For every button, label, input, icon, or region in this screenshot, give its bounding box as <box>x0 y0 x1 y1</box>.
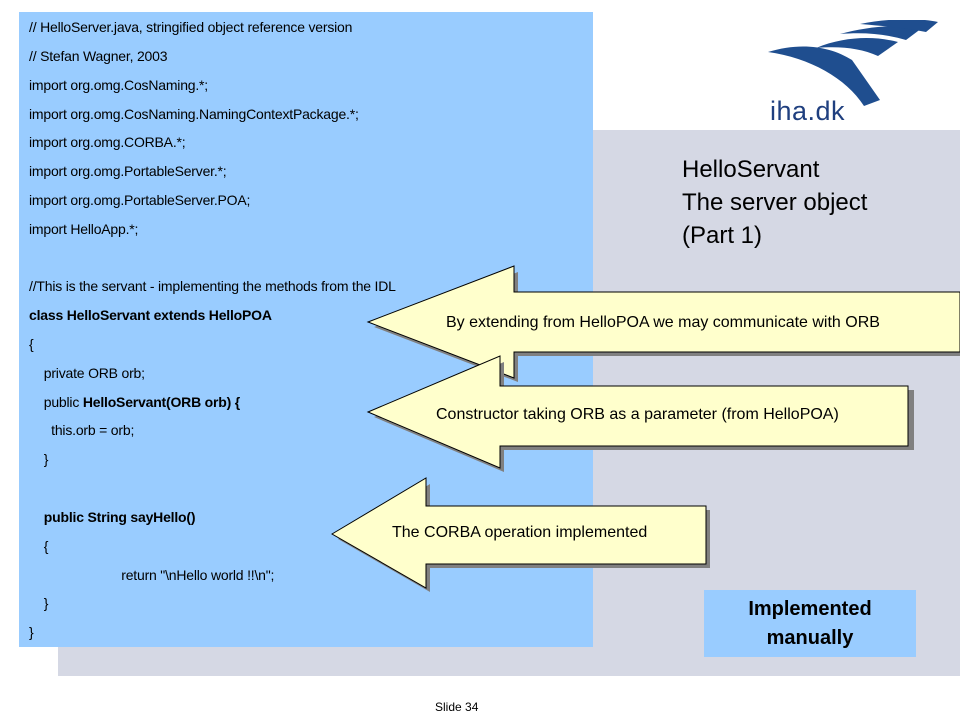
code-line: import org.omg.PortableServer.*; <box>29 163 227 179</box>
code-line: this.orb = orb; <box>29 422 135 438</box>
code-line: // Stefan Wagner, 2003 <box>29 48 168 64</box>
left-arrow-shape <box>331 477 710 592</box>
code-line: // HelloServer.java, stringified object … <box>29 19 353 35</box>
code-line: //This is the servant - implementing the… <box>29 278 396 294</box>
code-constructor-signature: HelloServant(ORB orb) { <box>82 394 241 410</box>
left-arrow-shape <box>366 265 960 382</box>
code-keyword: public <box>29 394 83 410</box>
code-line: import org.omg.CORBA.*; <box>29 134 186 150</box>
callout-label: Constructor taking ORB as a parameter (f… <box>436 406 839 423</box>
iha-logo-icon <box>768 20 938 106</box>
code-line: return "\nHello world !!\n"; <box>29 567 275 583</box>
title-line: The server object <box>682 189 868 216</box>
code-line: } <box>29 595 49 611</box>
code-line: } <box>29 624 34 640</box>
slide-number: Slide 34 <box>435 700 479 714</box>
badge-line: manually <box>766 626 854 649</box>
code-line: { <box>29 538 49 554</box>
code-line: public String sayHello() <box>29 509 196 525</box>
badge-line: Implemented <box>748 597 872 620</box>
slide-title: HelloServant The server object (Part 1) <box>682 153 867 252</box>
code-line: private ORB orb; <box>29 365 145 381</box>
code-line: import org.omg.CosNaming.NamingContextPa… <box>29 106 359 122</box>
logo-text: iha.dk <box>770 96 846 126</box>
code-line: public HelloServant(ORB orb) { <box>29 393 240 411</box>
code-line: } <box>29 451 49 467</box>
title-line: (Part 1) <box>682 222 763 249</box>
code-line: class HelloServant extends HelloPOA <box>29 307 272 323</box>
implemented-manually-badge: Implemented manually <box>704 590 916 657</box>
code-line: import org.omg.PortableServer.POA; <box>29 192 251 208</box>
callout-arrow-1: By extending from HelloPOA we may commun… <box>366 265 960 382</box>
left-arrow-shape <box>366 355 914 472</box>
code-line: import HelloApp.*; <box>29 221 139 237</box>
title-line: HelloServant <box>682 156 820 183</box>
callout-label: The CORBA operation implemented <box>392 524 648 541</box>
callout-arrow-3: The CORBA operation implemented <box>331 477 710 592</box>
code-line: { <box>29 336 34 352</box>
callout-arrow-2: Constructor taking ORB as a parameter (f… <box>366 355 914 472</box>
code-line: import org.omg.CosNaming.*; <box>29 77 208 93</box>
callout-label: By extending from HelloPOA we may commun… <box>446 314 880 331</box>
